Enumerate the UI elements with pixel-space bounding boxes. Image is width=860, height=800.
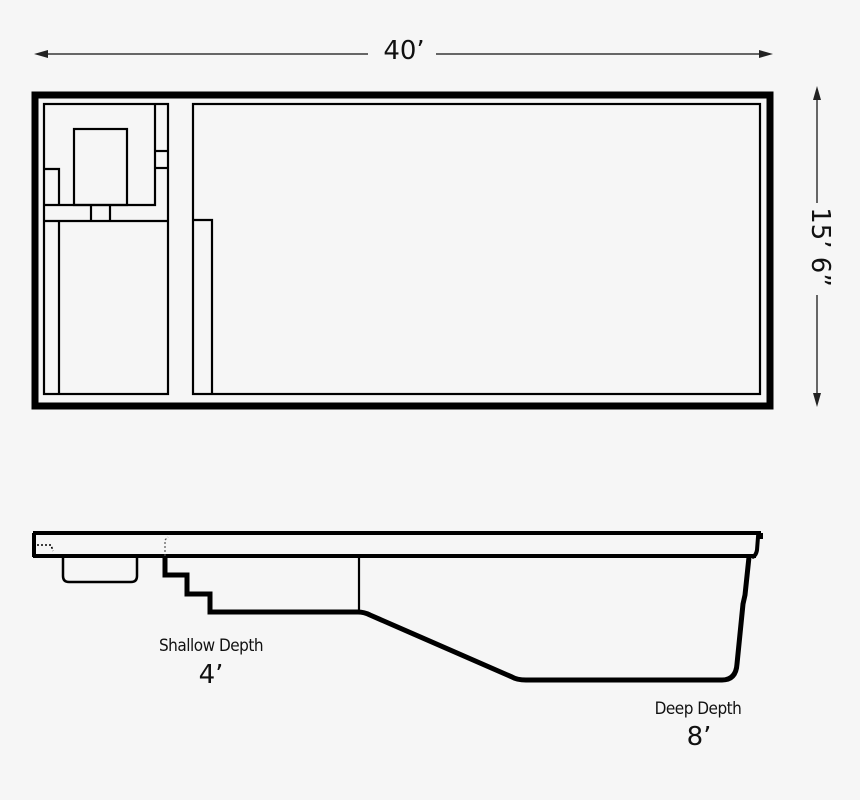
profile-view xyxy=(32,531,763,683)
height-dimension-label: 15’ 6” xyxy=(805,207,835,287)
plan-view xyxy=(31,91,774,410)
deep-depth-title: Deep Depth xyxy=(654,699,742,719)
width-dimension-arrow xyxy=(34,50,773,58)
height-dimension-arrow xyxy=(813,86,821,407)
deep-depth-value: 8’ xyxy=(686,722,712,752)
width-dimension-label: 40’ xyxy=(383,36,425,66)
shallow-depth-value: 4’ xyxy=(198,660,224,690)
shallow-depth-title: Shallow Depth xyxy=(158,636,264,656)
